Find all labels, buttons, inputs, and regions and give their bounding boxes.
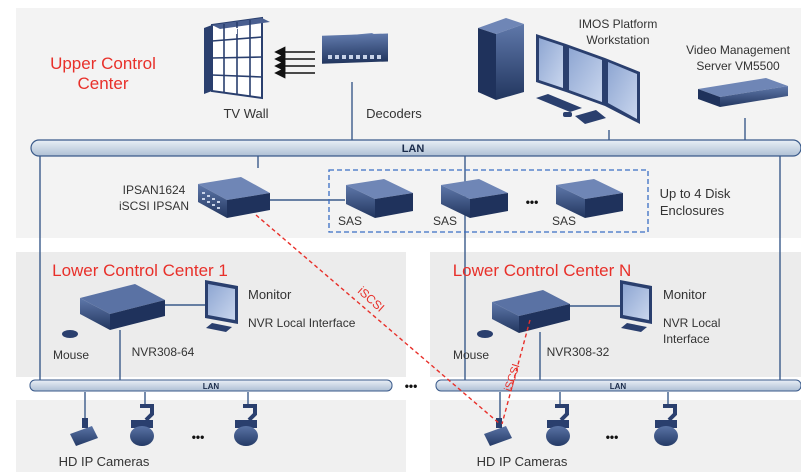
- lan-n-label: LAN: [610, 382, 627, 391]
- workstation-label-2: Workstation: [586, 33, 649, 47]
- sas-enclosure-2-icon: [441, 179, 508, 218]
- workstation-tower-icon: [478, 18, 524, 100]
- nvr-interface-n-label-2: Interface: [663, 332, 710, 346]
- nvr-interface-n-label-1: NVR Local: [663, 316, 720, 330]
- lan-bus-n: LAN: [435, 379, 801, 392]
- dome-camera-1b-icon: [234, 404, 258, 446]
- enclosure-label-1: Up to 4 Disk: [660, 186, 731, 201]
- workstation-label-1: IMOS Platform: [579, 17, 658, 31]
- server-label-1: Video Management: [686, 43, 791, 57]
- lower-center-1-title: Lower Control Center 1: [52, 261, 228, 280]
- monitor-1-icon: [205, 280, 238, 332]
- bullet-camera-1-icon: [70, 418, 98, 446]
- cameras-1-label: HD IP Cameras: [59, 454, 150, 469]
- ipsan-label-1: IPSAN1624: [123, 183, 186, 197]
- cameras-1-ellipsis: •••: [192, 430, 205, 444]
- monitor-n-label: Monitor: [663, 287, 707, 302]
- upper-center-title-1: Upper Control: [50, 54, 156, 73]
- sas-label-2: SAS: [433, 214, 457, 228]
- cameras-n-ellipsis: •••: [606, 430, 619, 444]
- mouse-n-icon: [477, 330, 493, 338]
- lan-1-label: LAN: [203, 382, 220, 391]
- dome-camera-1a-icon: [130, 404, 154, 446]
- lower-center-n-title: Lower Control Center N: [453, 261, 632, 280]
- dome-camera-na-icon: [546, 404, 570, 446]
- cameras-n-label: HD IP Cameras: [477, 454, 568, 469]
- sas-enclosure-3-icon: [556, 179, 623, 218]
- sas-label-1: SAS: [338, 214, 362, 228]
- sas-label-3: SAS: [552, 214, 576, 228]
- lan-bus-1: LAN: [29, 379, 393, 392]
- sas-enclosure-1-icon: [346, 179, 413, 218]
- nvr-interface-1-label: NVR Local Interface: [248, 316, 356, 330]
- decoder-icon: [322, 33, 388, 64]
- nvr-64-label: NVR308-64: [132, 345, 195, 359]
- tv-wall-label: TV Wall: [223, 106, 268, 121]
- storage-ellipsis: •••: [526, 195, 539, 209]
- mouse-1-label: Mouse: [53, 348, 89, 362]
- dome-camera-nb-icon: [654, 404, 678, 446]
- keyboard-icon: [536, 94, 606, 124]
- upper-center-title-2: Center: [77, 74, 128, 93]
- ipsan-label-2: iSCSI IPSAN: [119, 199, 189, 213]
- bullet-camera-n-icon: [484, 418, 512, 446]
- mouse-1-icon: [62, 330, 78, 338]
- main-lan-label: LAN: [402, 143, 425, 155]
- nvr-64-icon: [80, 284, 165, 330]
- monitor-n-icon: [620, 280, 652, 332]
- nvr-32-label: NVR308-32: [547, 345, 610, 359]
- tv-wall-icon: TV: [204, 16, 270, 100]
- nvr-32-icon: [492, 290, 570, 333]
- lower-center-n-panel: [430, 252, 801, 377]
- decoder-arrows: [274, 46, 315, 79]
- disk-enclosure-group: [328, 169, 649, 233]
- monitor-1-label: Monitor: [248, 287, 292, 302]
- tv-tag: TV: [234, 27, 245, 36]
- main-lan-bus: LAN: [30, 139, 801, 157]
- ipsan-device-icon: [198, 177, 270, 218]
- enclosure-label-2: Enclosures: [660, 203, 725, 218]
- server-label-2: Server VM5500: [696, 59, 780, 73]
- workstation-monitors-icon: [536, 34, 640, 124]
- decoders-label: Decoders: [366, 106, 422, 121]
- vm-server-icon: [698, 78, 788, 107]
- mouse-n-label: Mouse: [453, 348, 489, 362]
- center-ellipsis: •••: [405, 379, 418, 393]
- iscsi-links: [255, 214, 531, 425]
